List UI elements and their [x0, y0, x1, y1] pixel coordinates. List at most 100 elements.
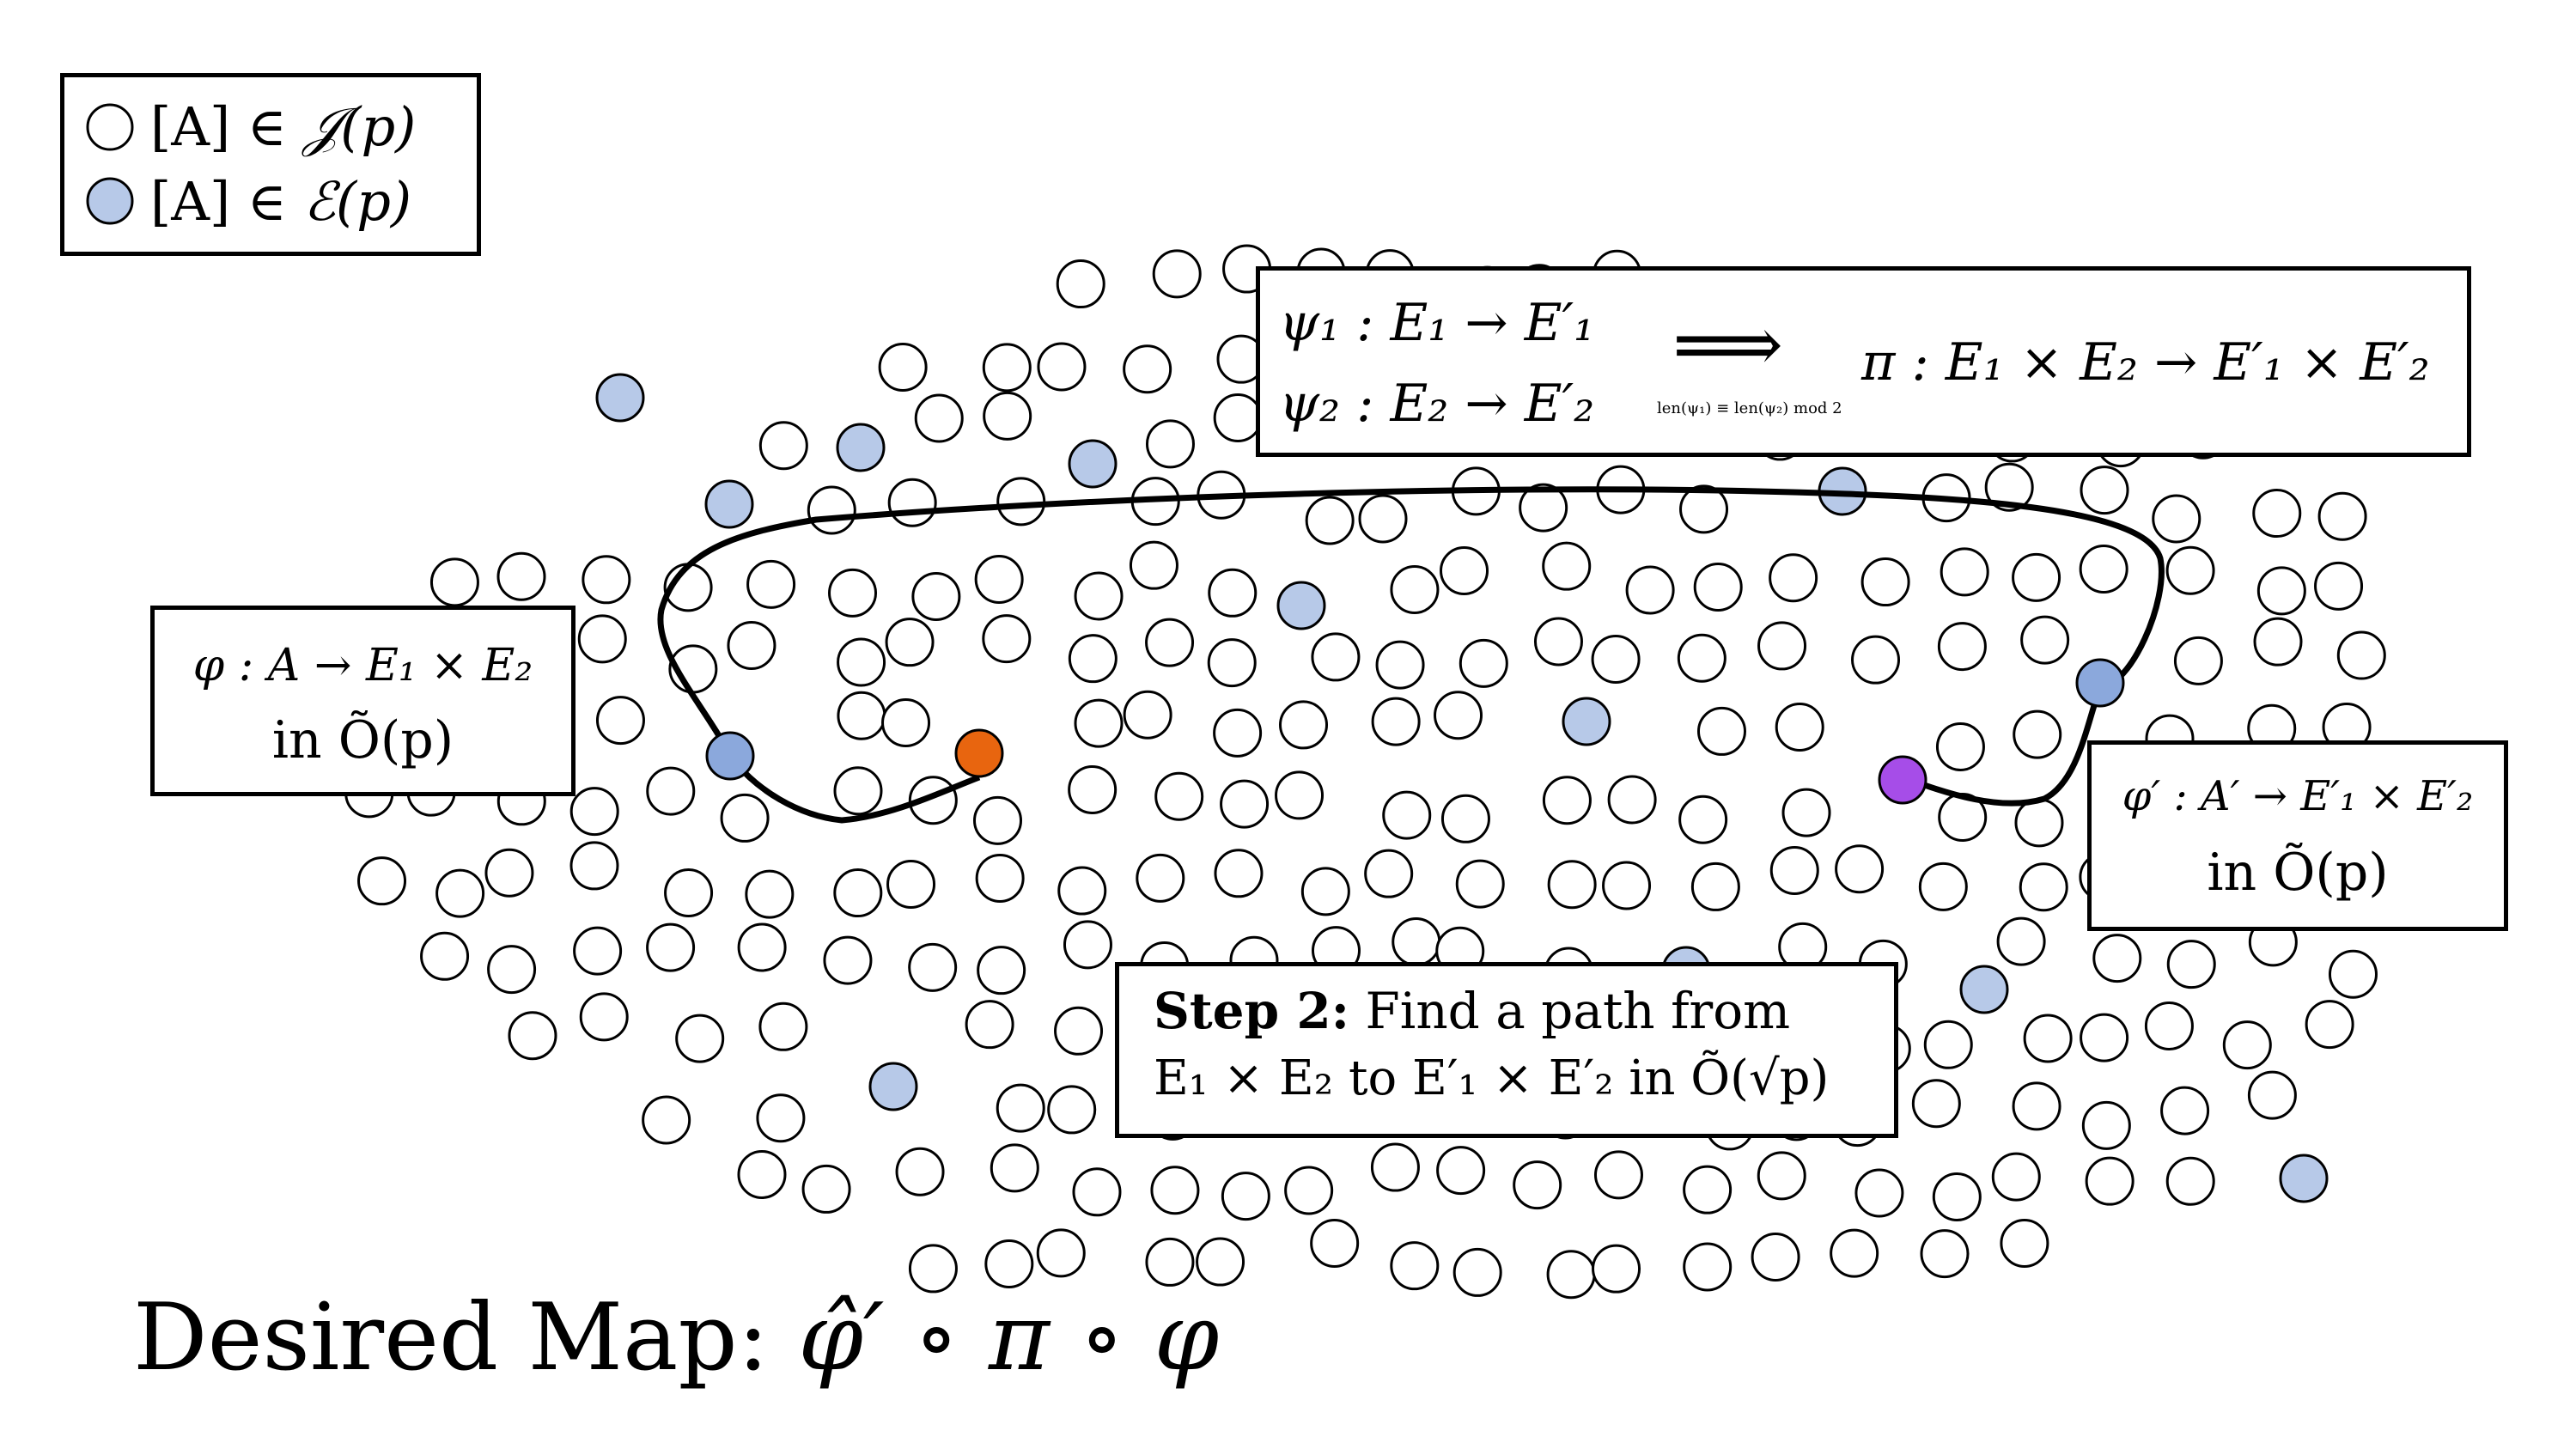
- graph-node: [1047, 1085, 1097, 1135]
- step-2-box: Step 2: Find a path from E₁ × E₂ to E′₁ …: [1115, 962, 1898, 1138]
- graph-node: [2012, 552, 2061, 602]
- graph-node: [1123, 344, 1172, 394]
- graph-node: [908, 1244, 958, 1294]
- graph-node: [579, 992, 629, 1042]
- graph-node: [642, 1095, 691, 1145]
- graph-node: [2081, 1100, 2131, 1150]
- graph-node: [1835, 844, 1885, 894]
- graph-node: [720, 793, 770, 843]
- graph-node: [881, 697, 931, 747]
- phi-box: φ : A → E₁ × E₂ in Õ(p): [150, 606, 575, 796]
- graph-node: [1145, 618, 1195, 667]
- graph-node: [2165, 545, 2215, 595]
- graph-node: [1370, 1142, 1420, 1192]
- graph-node: [1984, 462, 2034, 512]
- graph-node: [756, 1093, 806, 1143]
- graph-node: [1145, 419, 1195, 469]
- graph-node-highlighted: [1562, 697, 1611, 746]
- graph-node: [2256, 566, 2306, 616]
- graph-node: [2023, 1014, 2073, 1063]
- graph-node: [2144, 1001, 2194, 1050]
- desired-map-label: Desired Map:: [133, 1284, 769, 1391]
- graph-node: [1214, 849, 1264, 898]
- graph-node: [914, 393, 964, 443]
- graph-node: [1279, 700, 1329, 750]
- graph-node: [984, 1239, 1034, 1288]
- legend-item-e: [A] ∈ ℰ(p): [85, 167, 456, 235]
- graph-node: [1213, 708, 1263, 758]
- graph-node: [1154, 771, 1204, 821]
- graph-node: [1920, 1229, 1970, 1279]
- graph-node: [1358, 494, 1408, 544]
- graph-node: [420, 931, 470, 981]
- graph-node: [1696, 706, 1746, 756]
- graph-node: [577, 614, 627, 664]
- graph-node: [1607, 775, 1657, 825]
- graph-node: [2305, 1000, 2354, 1050]
- graph-node: [2019, 862, 2068, 912]
- graph-node: [1542, 541, 1592, 591]
- graph-node: [1434, 691, 1483, 740]
- phi-map: φ : A → E₁ × E₂: [192, 640, 533, 691]
- graph-node-highlighted: [2279, 1154, 2329, 1203]
- graph-node: [496, 551, 546, 601]
- graph-node: [1769, 845, 1819, 895]
- graph-node: [1591, 635, 1641, 685]
- graph-node: [2079, 545, 2128, 594]
- graph-node: [1057, 866, 1107, 916]
- graph-node: [1757, 1151, 1806, 1201]
- graph-node: [965, 1000, 1014, 1050]
- legend-item-j: [A] ∈ 𝒥(p): [85, 93, 456, 161]
- legend-circle-blue-icon: [86, 177, 134, 225]
- graph-node: [484, 848, 534, 898]
- graph-node: [2336, 630, 2386, 680]
- graph-node: [1390, 1241, 1440, 1291]
- graph-node: [1547, 860, 1597, 910]
- graph-node: [2013, 709, 2062, 759]
- graph-node: [2000, 1218, 2049, 1268]
- graph-node: [801, 1164, 851, 1214]
- graph-node: [973, 795, 1023, 845]
- graph-node: [487, 945, 537, 995]
- graph-node: [1592, 1244, 1641, 1294]
- graph-node: [1602, 861, 1652, 910]
- graph-node: [1054, 1006, 1104, 1056]
- graph-node: [595, 696, 645, 746]
- graph-node: [508, 1011, 557, 1061]
- graph-node-highlighted: [1276, 581, 1326, 630]
- graph-node: [435, 868, 485, 918]
- graph-node: [1390, 564, 1440, 614]
- graph-node: [1546, 1250, 1596, 1300]
- graph-node: [1056, 259, 1105, 309]
- graph-node: [745, 869, 795, 919]
- graph-node: [1275, 770, 1325, 820]
- graph-node: [1757, 621, 1807, 671]
- graph-node: [1284, 1166, 1334, 1215]
- graph-node: [1851, 635, 1901, 685]
- step-line-1: Find a path from: [1365, 982, 1791, 1040]
- path-segment-left: [728, 753, 981, 824]
- graph-node: [1063, 920, 1112, 970]
- graph-node: [1074, 698, 1124, 748]
- graph-node-highlighted: [595, 373, 645, 423]
- graph-node: [1854, 1168, 1904, 1218]
- graph-node: [1150, 1166, 1200, 1215]
- endpoint-node-right: [2075, 658, 2125, 708]
- desired-map-formula: φ̂′ ∘ π ∘ φ: [798, 1284, 1220, 1391]
- graph-node: [2152, 494, 2201, 544]
- graph-node: [2080, 466, 2129, 515]
- graph-node: [885, 618, 935, 667]
- graph-node: [1769, 553, 1818, 603]
- graph-node: [2222, 1020, 2272, 1070]
- graph-node: [1830, 1228, 1879, 1278]
- graph-node: [737, 922, 787, 972]
- graph-node: [1382, 790, 1432, 840]
- graph-node: [1440, 794, 1490, 843]
- graph-node: [1452, 1247, 1502, 1297]
- legend-box: [A] ∈ 𝒥(p) [A] ∈ ℰ(p): [60, 73, 481, 256]
- graph-node: [746, 559, 796, 609]
- graph-node: [1542, 776, 1592, 825]
- graph-node: [1455, 859, 1505, 909]
- graph-node: [675, 1014, 725, 1063]
- graph-node: [569, 841, 619, 891]
